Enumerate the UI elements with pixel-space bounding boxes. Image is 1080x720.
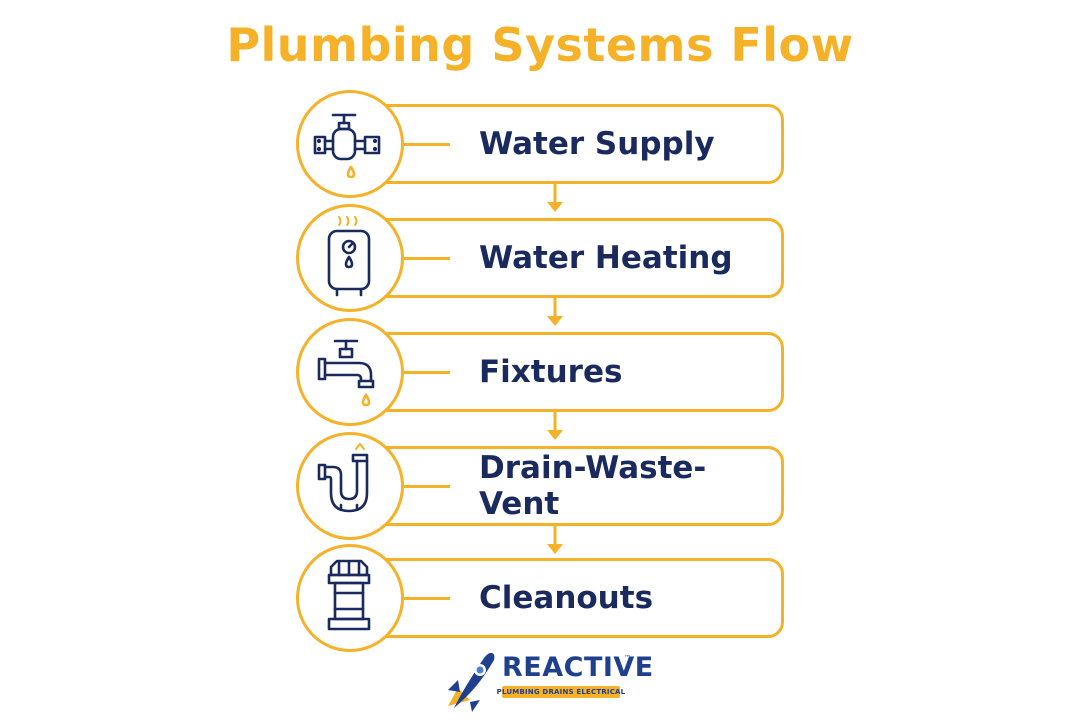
flow-arrow-down-icon (547, 526, 563, 554)
step-label: Fixtures (479, 354, 623, 390)
rocket-logo-icon (448, 652, 495, 712)
step-label: Water Supply (479, 126, 715, 162)
step-label: Drain-Waste-Vent (479, 450, 707, 522)
faucet-icon (296, 318, 404, 426)
connector-line (404, 597, 450, 600)
step-label: Cleanouts (479, 580, 654, 616)
flow-arrow-down-icon (547, 412, 563, 440)
connector-line (404, 143, 450, 146)
water-valve-icon (296, 90, 404, 198)
logo-wordmark: REACTIVE (502, 652, 654, 683)
reactive-logo: REACTIVE ™ PLUMBING DRAINS ELECTRICAL (440, 648, 653, 714)
connector-line (404, 485, 450, 488)
flow-arrow-down-icon (547, 184, 563, 212)
water-heater-icon (296, 204, 404, 312)
cleanout-plug-icon (296, 544, 404, 652)
step-label: Water Heating (479, 240, 733, 276)
diagram-title: Plumbing Systems Flow (226, 18, 854, 72)
connector-line (404, 257, 450, 260)
flow-arrow-down-icon (547, 298, 563, 326)
logo-tagline: PLUMBING DRAINS ELECTRICAL (496, 686, 626, 698)
connector-line (404, 371, 450, 374)
trademark-symbol: ™ (624, 654, 631, 662)
p-trap-icon (296, 432, 404, 540)
